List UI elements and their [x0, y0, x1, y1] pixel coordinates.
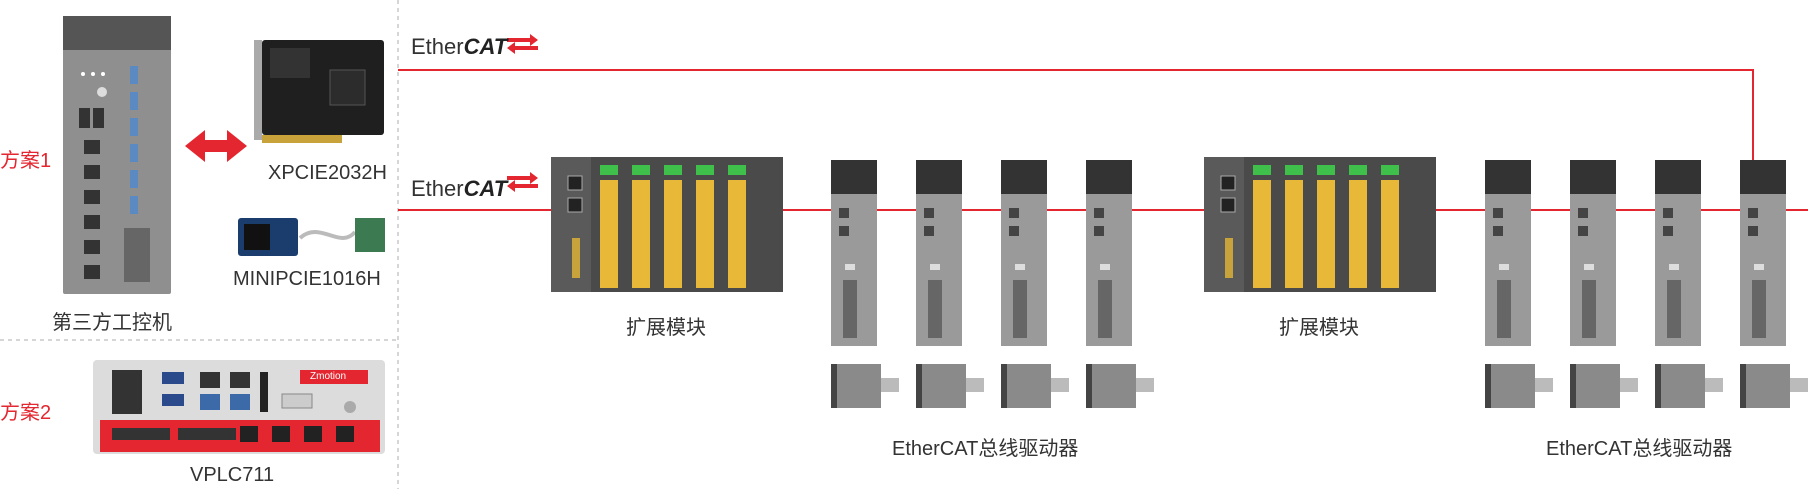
servo-motor — [1001, 364, 1069, 408]
ipc-label: 第三方工控机 — [52, 312, 172, 334]
servo-motor — [1485, 364, 1553, 408]
expansion-module-1 — [551, 157, 783, 292]
servo-drive — [1740, 160, 1786, 346]
servo-motor — [1570, 364, 1638, 408]
industrial-pc — [63, 16, 171, 294]
xpcie-label: XPCIE2032H — [268, 162, 387, 184]
servo-drive — [1570, 160, 1616, 346]
servo-drive — [831, 160, 877, 346]
drives-group-1 — [831, 160, 1154, 408]
scheme2-label: 方案2 — [0, 402, 52, 424]
servo-motor — [1086, 364, 1154, 408]
expansion-module-1-label: 扩展模块 — [626, 317, 706, 339]
servo-motor — [831, 364, 899, 408]
servo-motor — [1740, 364, 1808, 408]
vplc-device — [93, 360, 385, 454]
drives-group-2 — [1485, 160, 1808, 408]
servo-motor — [916, 364, 984, 408]
vplc-label: VPLC711 — [190, 464, 275, 486]
servo-drive — [1086, 160, 1132, 346]
ethercat-logo-arrows-icon — [507, 34, 538, 192]
minipcie-label: MINIPCIE1016H — [233, 268, 381, 290]
servo-drive — [916, 160, 962, 346]
vplc-brand: Zmotion — [310, 371, 347, 382]
bidirectional-arrow-icon — [185, 130, 247, 162]
servo-drive — [1001, 160, 1047, 346]
minipcie-card — [238, 218, 385, 256]
scheme1-label: 方案1 — [0, 150, 52, 172]
expansion-module-2 — [1204, 157, 1436, 292]
ethercat-label-lower: EtherCAT — [411, 176, 508, 201]
ethercat-label-upper: EtherCAT — [411, 34, 508, 59]
expansion-module-2-label: 扩展模块 — [1279, 317, 1359, 339]
drives-1-label: EtherCAT总线驱动器 — [892, 438, 1079, 460]
servo-motor — [1655, 364, 1723, 408]
servo-drive — [1485, 160, 1531, 346]
xpcie-card — [254, 40, 384, 143]
ethercat-bus-upper — [398, 69, 1754, 160]
drives-2-label: EtherCAT总线驱动器 — [1546, 438, 1733, 460]
servo-drive — [1655, 160, 1701, 346]
